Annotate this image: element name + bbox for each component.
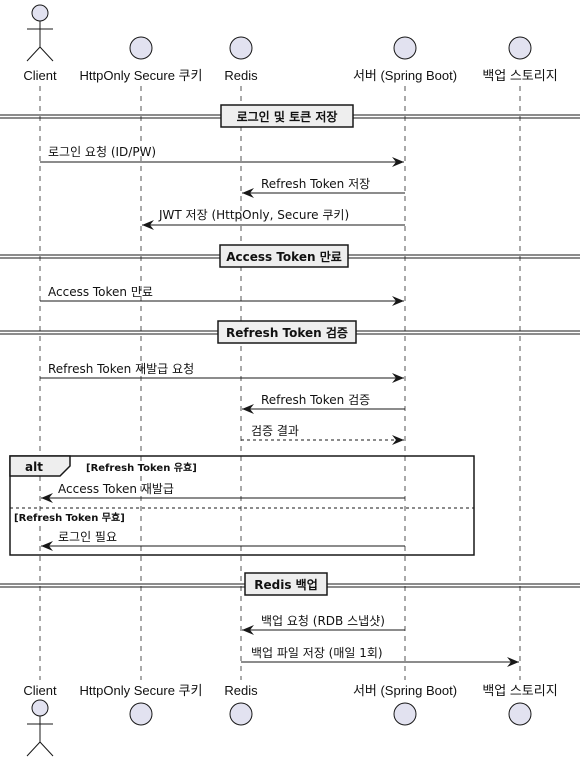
entity-cookie-icon <box>129 36 153 60</box>
participant-client-label: Client <box>23 68 57 83</box>
message-10-label: 백업 요청 (RDB 스냅샷) <box>261 614 385 628</box>
actor-client-icon-bottom <box>26 699 54 757</box>
section-login-label: 로그인 및 토큰 저장 <box>237 109 338 124</box>
participant-backup-label: 백업 스토리지 <box>482 68 557 83</box>
message-9-label: 로그인 필요 <box>58 530 117 544</box>
lifelines <box>39 86 521 680</box>
message-11: 백업 파일 저장 (매일 1회) <box>241 646 519 667</box>
message-9: 로그인 필요 <box>41 530 405 551</box>
message-2-label: Refresh Token 저장 <box>261 177 370 191</box>
section-expire-label: Access Token 만료 <box>226 249 342 264</box>
participant-backup-label-bottom: 백업 스토리지 <box>482 683 557 698</box>
entity-server-icon <box>393 36 417 60</box>
message-7: 검증 결과 <box>241 424 404 445</box>
alt-keyword: alt <box>25 460 43 474</box>
message-3-label: JWT 저장 (HttpOnly, Secure 쿠키) <box>158 208 349 222</box>
section-login: 로그인 및 토큰 저장 <box>0 104 580 128</box>
participant-redis-label: Redis <box>224 68 258 83</box>
alt-guard-valid: [Refresh Token 유효] <box>86 461 197 474</box>
message-8-label: Access Token 재발급 <box>58 482 174 496</box>
alt-guard-invalid: [Refresh Token 무효] <box>14 511 125 524</box>
participant-client-label-bottom: Client <box>23 683 57 698</box>
entity-backup-icon <box>508 36 532 60</box>
section-verify: Refresh Token 검증 <box>0 320 580 344</box>
message-1: 로그인 요청 (ID/PW) <box>40 145 404 167</box>
section-redis-backup: Redis 백업 <box>0 572 580 596</box>
message-4: Access Token 만료 <box>40 285 404 306</box>
message-4-label: Access Token 만료 <box>48 285 153 299</box>
message-5-label: Refresh Token 재발급 요청 <box>48 362 194 376</box>
message-10: 백업 요청 (RDB 스냅샷) <box>242 614 405 635</box>
message-1-label: 로그인 요청 (ID/PW) <box>48 145 156 159</box>
message-7-label: 검증 결과 <box>251 424 299 438</box>
message-6: Refresh Token 검증 <box>242 393 405 414</box>
message-5: Refresh Token 재발급 요청 <box>40 362 404 383</box>
participant-redis-label-bottom: Redis <box>224 683 258 698</box>
message-11-label: 백업 파일 저장 (매일 1회) <box>251 646 383 660</box>
message-6-label: Refresh Token 검증 <box>261 393 370 407</box>
participant-server-label-bottom: 서버 (Spring Boot) <box>353 683 457 698</box>
message-2: Refresh Token 저장 <box>242 177 405 198</box>
entity-cookie-icon-bottom <box>129 702 153 726</box>
section-expire: Access Token 만료 <box>0 244 580 268</box>
participant-cookie-label: HttpOnly Secure 쿠키 <box>80 68 203 83</box>
message-3: JWT 저장 (HttpOnly, Secure 쿠키) <box>142 208 405 230</box>
entity-backup-icon-bottom <box>508 702 532 726</box>
participant-cookie-label-bottom: HttpOnly Secure 쿠키 <box>80 683 203 698</box>
section-redis-backup-label: Redis 백업 <box>254 577 317 592</box>
message-8: Access Token 재발급 <box>41 482 405 503</box>
participants-bottom: Client HttpOnly Secure 쿠키 Redis 서버 (Spri… <box>23 683 558 757</box>
participant-server-label: 서버 (Spring Boot) <box>353 68 457 83</box>
entity-server-icon-bottom <box>393 702 417 726</box>
entity-redis-icon-bottom <box>229 702 253 726</box>
alt-group: alt [Refresh Token 유효] [Refresh Token 무효… <box>9 455 475 556</box>
actor-client-icon <box>26 4 54 62</box>
entity-redis-icon <box>229 36 253 60</box>
participants-top: Client HttpOnly Secure 쿠키 Redis 서버 (Spri… <box>23 4 558 83</box>
section-verify-label: Refresh Token 검증 <box>226 325 348 340</box>
